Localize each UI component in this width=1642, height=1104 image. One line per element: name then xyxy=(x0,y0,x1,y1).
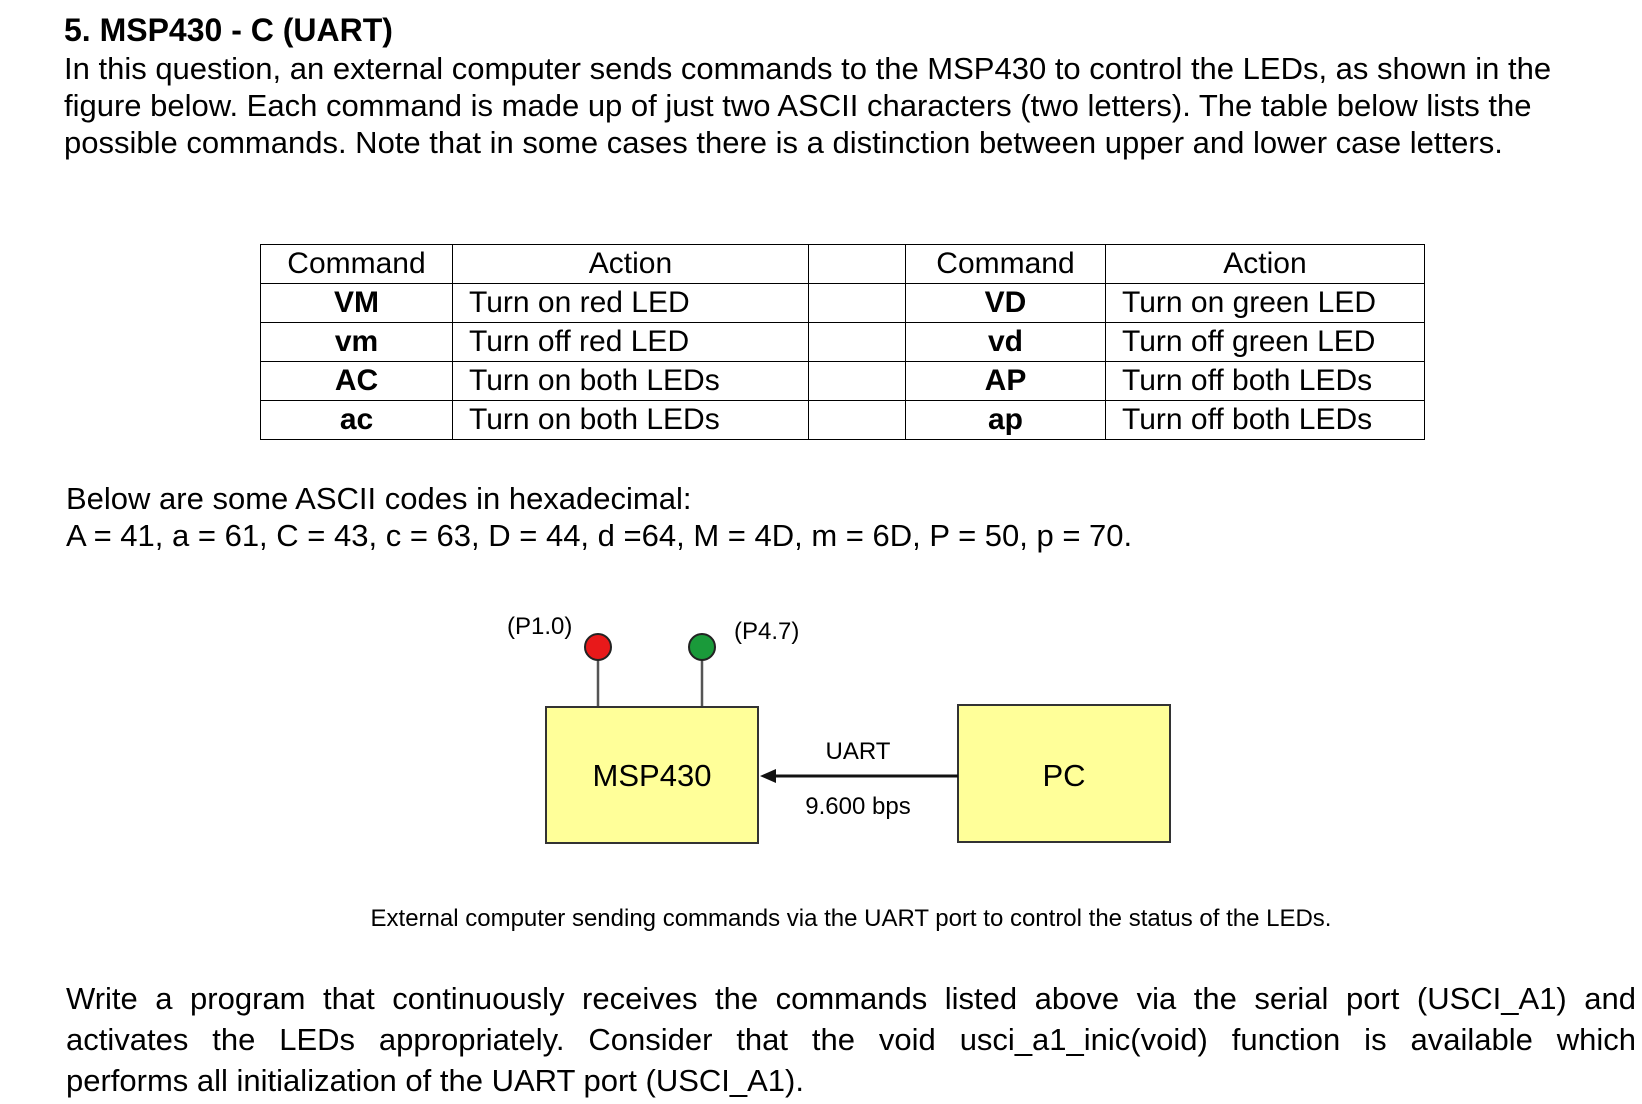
pc-box xyxy=(957,704,1171,843)
spacer-cell xyxy=(808,400,906,440)
uart-label: UART xyxy=(826,738,891,765)
task-line: performs all initialization of the UART … xyxy=(66,1063,804,1098)
baud-rate-label: 9.600 bps xyxy=(805,793,910,820)
msp430-box xyxy=(545,706,759,844)
command-cell: vd xyxy=(905,322,1106,362)
action-cell: Turn on both LEDs xyxy=(452,361,809,401)
task-paragraph: Write a program that continuously receiv… xyxy=(66,978,1636,1101)
intro-paragraph: In this question, an external computer s… xyxy=(64,51,1552,160)
command-table: Command Action Command Action VM Turn on… xyxy=(260,244,1425,440)
action-cell: Turn off both LEDs xyxy=(1105,361,1425,401)
command-cell: VM xyxy=(260,283,453,323)
ascii-intro: Below are some ASCII codes in hexadecima… xyxy=(66,481,692,516)
question-heading: 5. MSP430 - C (UART) xyxy=(64,12,393,48)
table-row: VM Turn on red LED VD Turn on green LED xyxy=(260,283,1425,323)
uart-link-arrow xyxy=(760,769,958,783)
table-row: ac Turn on both LEDs ap Turn off both LE… xyxy=(260,400,1425,440)
green-led-icon xyxy=(688,633,716,661)
action-cell: Turn on red LED xyxy=(452,283,809,323)
table-row: vm Turn off red LED vd Turn off green LE… xyxy=(260,322,1425,362)
action-cell: Turn off both LEDs xyxy=(1105,400,1425,440)
pc-label: PC xyxy=(1042,758,1085,793)
table-row: AC Turn on both LEDs AP Turn off both LE… xyxy=(260,361,1425,401)
action-cell: Turn off green LED xyxy=(1105,322,1425,362)
action-cell: Turn on green LED xyxy=(1105,283,1425,323)
spacer-cell xyxy=(808,361,906,401)
spacer-cell xyxy=(808,244,906,284)
command-cell: vm xyxy=(260,322,453,362)
msp430-label: MSP430 xyxy=(593,758,712,793)
header-command-right: Command xyxy=(905,244,1106,284)
command-cell: ac xyxy=(260,400,453,440)
pin-label-green: (P4.7) xyxy=(734,618,799,645)
ascii-codes: A = 41, a = 61, C = 43, c = 63, D = 44, … xyxy=(66,518,1133,553)
command-cell: AC xyxy=(260,361,453,401)
red-led-icon xyxy=(584,633,612,661)
task-line: activates the LEDs appropriately. Consid… xyxy=(66,1022,1636,1057)
table-header-row: Command Action Command Action xyxy=(260,244,1425,284)
pin-label-red: (P1.0) xyxy=(507,613,572,640)
task-line: Write a program that continuously receiv… xyxy=(66,981,1636,1016)
led-wires xyxy=(596,647,704,707)
figure-caption: External computer sending commands via t… xyxy=(370,905,1332,932)
command-cell: VD xyxy=(905,283,1106,323)
command-cell: ap xyxy=(905,400,1106,440)
action-cell: Turn on both LEDs xyxy=(452,400,809,440)
